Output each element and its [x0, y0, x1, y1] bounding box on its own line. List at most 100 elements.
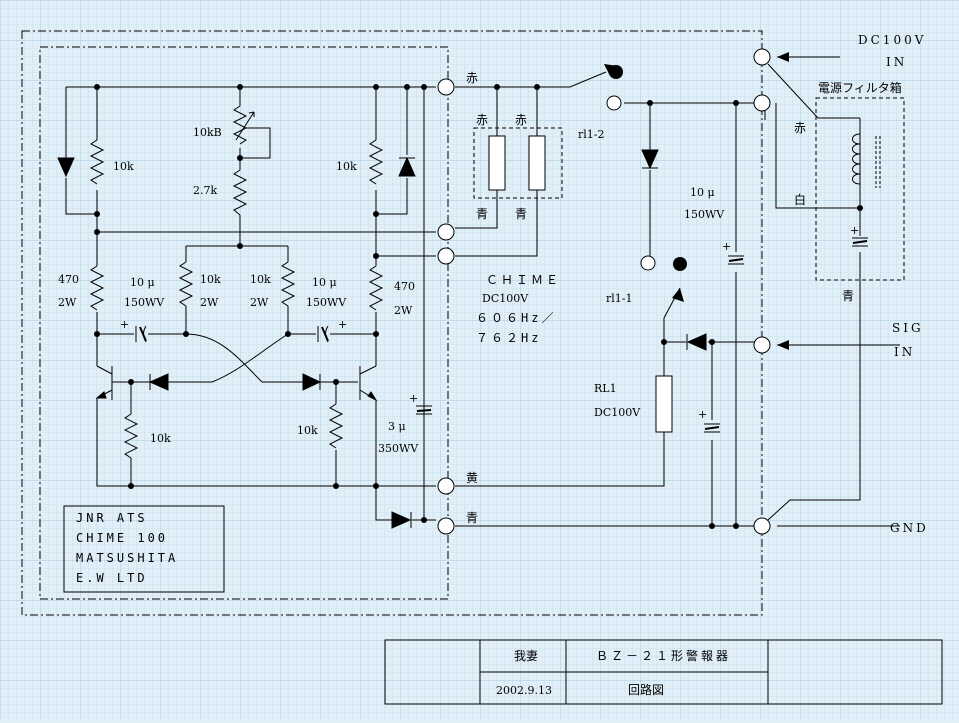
- label-cap3u: 3 μ: [388, 420, 406, 433]
- plus-cap-dc: +: [850, 224, 859, 237]
- wire-white: 白: [794, 192, 806, 207]
- label-pot: 10kB: [193, 126, 222, 139]
- svg-text:CHIME 100: CHIME 100: [76, 531, 168, 545]
- title-author: 我妻: [514, 649, 538, 663]
- enclosure-frames: [21, 30, 905, 616]
- chime-coil-b: [528, 135, 546, 191]
- title-drawing-type: 回路図: [628, 682, 664, 697]
- label-r1: 10k: [113, 160, 134, 173]
- wire-red-filter: 赤: [794, 121, 806, 135]
- nameplate: JNR ATS CHIME 100 MATSUSHITA E.W LTD: [63, 505, 225, 593]
- label-r5-w: 2W: [200, 296, 219, 309]
- label-relay-rating: DC100V: [594, 406, 641, 419]
- label-470b: 470: [394, 280, 415, 293]
- plus-cap-a: +: [120, 318, 129, 331]
- label-base-a: 10k: [150, 432, 171, 445]
- transistors: [95, 365, 378, 402]
- chime-label: ＣＨＩＭＥ DC100V ６０６Hz／ ７６２Hz: [476, 273, 561, 345]
- diode-gnd: [391, 511, 412, 529]
- diode-base-b: [302, 373, 322, 391]
- resistor-r2: [368, 139, 384, 185]
- resistors: [89, 105, 384, 459]
- svg-text:６０６Hz／: ６０６Hz／: [476, 311, 556, 325]
- resistor-r5: [178, 261, 194, 307]
- filter-inductor: [852, 133, 881, 188]
- svg-text:DC100V: DC100V: [482, 292, 529, 305]
- wire-yellow: 黄: [466, 471, 478, 485]
- resistor-2k7: [232, 169, 248, 216]
- wire-blue-b: 青: [515, 207, 527, 221]
- svg-text:E.W LTD: E.W LTD: [76, 571, 148, 585]
- resistor-r6: [280, 261, 296, 307]
- plus-cap-3u: +: [409, 392, 418, 405]
- label-cap3u-v: 350WV: [378, 442, 419, 455]
- terminals: [437, 48, 771, 535]
- diode-right: [398, 156, 416, 177]
- title-name: ＢＺ－２１形警報器: [596, 648, 731, 663]
- plus-cap-filter: +: [722, 240, 731, 253]
- svg-text:MATSUSHITA: MATSUSHITA: [76, 551, 178, 565]
- cap-sig: [704, 423, 720, 433]
- diode-relay-supply: [641, 149, 659, 170]
- dc-in-label-1: DC100V: [858, 33, 926, 47]
- title-date: 2002.9.13: [496, 684, 552, 697]
- label-r6-w: 2W: [250, 296, 269, 309]
- label-r5: 10k: [200, 273, 221, 286]
- resistor-base-b: [328, 403, 344, 449]
- label-relay: RL1: [594, 382, 617, 395]
- label-rl1-1: rl1-1: [606, 292, 633, 305]
- title-block: 我妻 ＢＺ－２１形警報器 2002.9.13 回路図: [384, 639, 943, 705]
- cap-filter: [728, 255, 744, 265]
- label-cap-a: 10 μ: [130, 276, 155, 289]
- diodes: [57, 149, 707, 529]
- wire-red-b: 赤: [515, 113, 527, 127]
- label-470a: 470: [58, 273, 79, 286]
- wire-color-labels: 赤 赤 赤 青 青 黄 青 赤 白 青 電源フィルタ箱: [466, 71, 902, 525]
- component-labels: 10kB 2.7k 10k 10k 10k 10k 2W 2W 470 2W 4…: [58, 126, 859, 455]
- plus-cap-b: +: [338, 318, 347, 331]
- relay-contacts: [606, 65, 687, 271]
- label-470b-w: 2W: [394, 304, 413, 317]
- resistor-470a: [89, 265, 105, 311]
- label-base-b: 10k: [297, 424, 318, 437]
- capacitors: [135, 237, 868, 433]
- label-cap-b-v: 150WV: [306, 296, 347, 309]
- chime-coil-a: [488, 135, 506, 191]
- cap-coupling-b: [317, 325, 329, 343]
- chime-coils: [488, 135, 546, 191]
- svg-text:ＣＨＩＭＥ: ＣＨＩＭＥ: [486, 273, 561, 287]
- cap-coupling-a: [135, 325, 147, 343]
- resistor-470b: [368, 265, 384, 311]
- label-r6: 10k: [250, 273, 271, 286]
- svg-text:７６２Hz: ７６２Hz: [476, 331, 541, 345]
- dc-in-label-2: IN: [886, 55, 907, 69]
- plus-cap-sig: +: [698, 408, 707, 421]
- label-2k7: 2.7k: [193, 184, 217, 197]
- resistor-pot: [232, 105, 248, 145]
- junction-dots: [94, 84, 863, 529]
- cap-dcfilter: [852, 237, 868, 247]
- resistor-base-a: [123, 413, 139, 459]
- sig-in-label-2: IN: [894, 345, 915, 359]
- filter-box-label: 電源フィルタ箱: [818, 80, 902, 95]
- svg-text:JNR ATS: JNR ATS: [76, 511, 148, 525]
- label-cap-filter-v: 150WV: [684, 208, 725, 221]
- cap-3u: [416, 405, 432, 415]
- wire-blue-a: 青: [476, 207, 488, 221]
- label-rl1-2: rl1-2: [578, 128, 605, 141]
- wire-blue-gnd: 青: [466, 511, 478, 525]
- sig-in-label-1: SIG: [892, 321, 924, 335]
- label-r2: 10k: [336, 160, 357, 173]
- wire-blue-filter: 青: [842, 289, 854, 303]
- label-cap-filter: 10 μ: [690, 186, 715, 199]
- gnd-label: GND: [890, 521, 929, 535]
- label-cap-a-v: 150WV: [124, 296, 165, 309]
- diode-base-a: [148, 373, 169, 391]
- relay-coil: [655, 375, 673, 433]
- wire-red-a: 赤: [476, 113, 488, 127]
- terminal-labels: DC100V IN SIG IN GND: [858, 33, 929, 535]
- transistor-right: [359, 365, 378, 402]
